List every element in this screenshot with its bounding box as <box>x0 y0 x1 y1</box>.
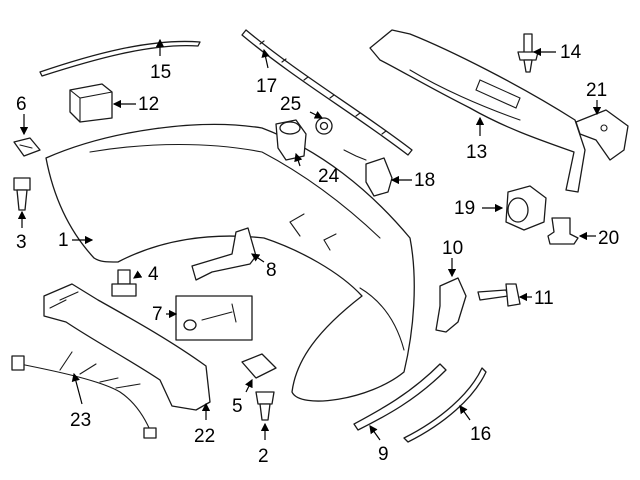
callout-23: 23 <box>70 410 91 431</box>
screw-3-part <box>13 177 31 211</box>
bracket-21-part <box>575 109 629 161</box>
callout-10: 10 <box>442 238 463 259</box>
callout-2: 2 <box>258 446 269 467</box>
screw-14-part <box>517 33 539 73</box>
callout-17: 17 <box>256 76 277 97</box>
clip-5-part <box>241 353 277 379</box>
sensor-19-part <box>505 185 547 231</box>
callout-15: 15 <box>150 62 171 83</box>
clip-6-part <box>13 137 41 157</box>
callout-7: 7 <box>152 304 163 325</box>
callout-14: 14 <box>560 42 582 63</box>
screw-2-part <box>255 391 275 421</box>
sensor-holder-20-part <box>547 217 579 245</box>
callout-11: 11 <box>534 288 554 309</box>
foam-pad-part <box>69 83 113 123</box>
callout-8: 8 <box>266 260 277 281</box>
callout-13: 13 <box>466 142 487 163</box>
callout-24: 24 <box>318 166 340 187</box>
callout-25: 25 <box>280 94 301 115</box>
callout-20: 20 <box>598 228 619 249</box>
wiring-harness-part <box>11 351 157 439</box>
callout-18: 18 <box>414 170 435 191</box>
upper-trim-strip-part <box>39 40 201 77</box>
callout-21: 21 <box>586 80 607 101</box>
callout-3: 3 <box>16 232 27 253</box>
callout-12: 12 <box>138 94 159 115</box>
callout-9: 9 <box>378 444 389 465</box>
bolt-4-part <box>111 269 137 297</box>
trim-strip-16-part <box>403 367 487 443</box>
callout-5: 5 <box>232 396 243 417</box>
sensor-24-part <box>275 119 307 161</box>
callout-22: 22 <box>194 426 215 447</box>
callout-19: 19 <box>454 198 475 219</box>
leader-lines <box>17 38 602 441</box>
lower-strip-9-part <box>353 363 447 431</box>
callout-6: 6 <box>16 94 27 115</box>
kit-box-7-part <box>175 295 253 341</box>
lower-valance-part <box>369 29 586 193</box>
bracket-10-part <box>435 277 467 333</box>
bracket-18-part <box>343 149 393 197</box>
callout-1: 1 <box>58 230 69 251</box>
grommet-25-part <box>315 117 333 135</box>
clip-11-part <box>477 283 521 307</box>
callout-4: 4 <box>148 264 159 285</box>
center-strip-part <box>241 29 413 156</box>
callout-16: 16 <box>470 424 491 445</box>
